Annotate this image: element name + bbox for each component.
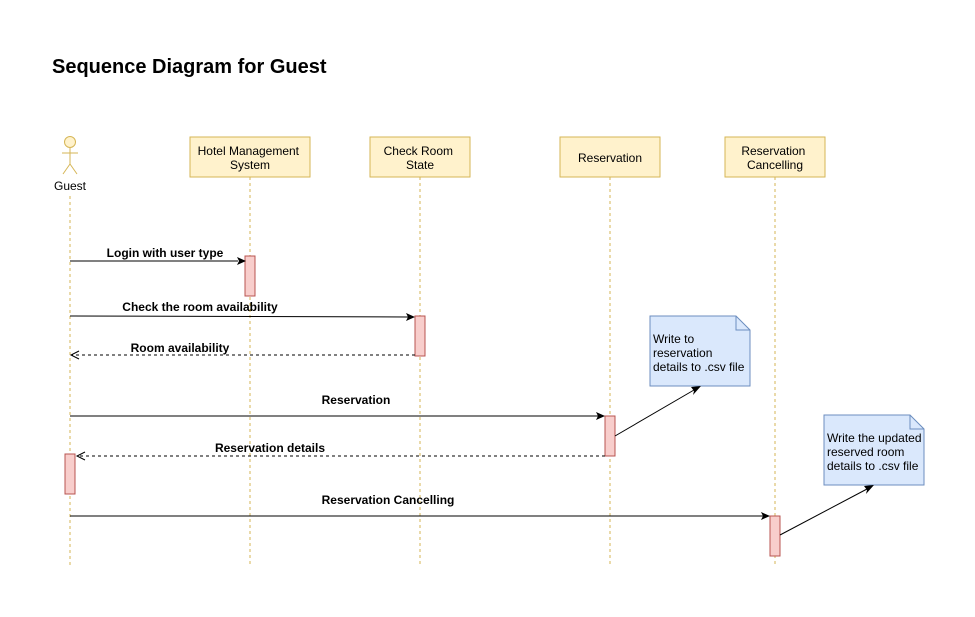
message-reservation-cancelling-label: Reservation Cancelling (322, 493, 455, 507)
note-1-connector-line (614, 389, 695, 437)
participant-crs-box (369, 136, 471, 178)
note-write-reservation: Write to reservation details to .csv fil… (649, 315, 751, 387)
note-2-line-1: Write the updated (827, 431, 922, 445)
note-write-reservation-fold (735, 316, 750, 331)
message-reservation: Reservation (70, 393, 605, 420)
note-1-connector-arrowhead (691, 386, 701, 395)
participant-hms-line-1: Hotel Management (198, 144, 300, 158)
participant-crs-label: Check Room State (384, 144, 457, 172)
activation-res (604, 415, 616, 457)
message-check-room-label: Check the room availability (122, 300, 278, 314)
activation-rc (769, 515, 781, 557)
participant-rc-label: Reservation Cancelling (741, 144, 808, 172)
note-write-updated: Write the updated reserved room details … (823, 414, 925, 486)
note-write-updated-text: Write the updated reserved room details … (827, 431, 925, 473)
participant-rc-line-2: Cancelling (747, 158, 803, 172)
message-login: Login with user type (70, 246, 246, 265)
diagram-title: Sequence Diagram for Guest (52, 56, 327, 78)
message-room-availability-label: Room availability (131, 341, 230, 355)
note-write-reservation-text: Write to reservation details to .csv fil… (653, 332, 745, 374)
participant-crs: Check Room State (369, 136, 471, 178)
note-1-connector (614, 386, 701, 437)
message-reservation-arrowhead (596, 412, 605, 420)
message-reservation-details-arrowhead (75, 451, 86, 461)
message-reservation-details: Reservation details (75, 441, 605, 461)
note-write-reservation-body (649, 315, 751, 387)
participant-rc-line-1: Reservation (741, 144, 805, 158)
actor-head (64, 136, 76, 148)
participant-res-box (559, 136, 661, 178)
participant-hms-label: Hotel Management System (198, 144, 303, 172)
participant-hms-line-2: System (230, 158, 270, 172)
note-2-line-3: details to .csv file (827, 459, 919, 473)
note-2-connector-line (779, 488, 868, 536)
note-2-connector (779, 485, 874, 536)
note-2-connector-arrowhead (864, 485, 874, 494)
participant-res: Reservation (559, 136, 661, 178)
actor-guest: Guest (54, 136, 87, 193)
note-write-updated-fold (909, 415, 924, 430)
participant-hms-box (189, 136, 311, 178)
participant-res-label: Reservation (578, 151, 642, 165)
message-reservation-cancelling-arrowhead (761, 512, 770, 520)
message-login-label: Login with user type (107, 246, 224, 260)
actor-leg-right (69, 163, 78, 175)
actor-leg-left (62, 163, 71, 175)
note-1-line-2: reservation (653, 346, 712, 360)
message-reservation-details-label: Reservation details (215, 441, 325, 455)
message-login-arrowhead (237, 257, 246, 265)
participant-crs-line-2: State (406, 158, 434, 172)
activation-crs (414, 315, 426, 357)
message-room-availability: Room availability (69, 341, 415, 360)
activation-hms (244, 255, 256, 297)
participant-rc-box (724, 136, 826, 178)
message-check-room: Check the room availability (69, 300, 415, 321)
message-reservation-cancelling: Reservation Cancelling (70, 493, 770, 520)
actor-label: Guest (54, 179, 87, 193)
message-reservation-label: Reservation (322, 393, 391, 407)
note-1-line-3: details to .csv file (653, 360, 745, 374)
activation-guest (64, 453, 76, 495)
note-1-line-1: Write to (653, 332, 694, 346)
note-write-updated-body (823, 414, 925, 486)
note-2-line-2: reserved room (827, 445, 904, 459)
participant-rc: Reservation Cancelling (724, 136, 826, 178)
participant-crs-line-1: Check Room (384, 144, 453, 158)
message-room-availability-arrowhead (69, 350, 80, 360)
message-check-room-line (69, 315, 409, 318)
participant-hms: Hotel Management System (189, 136, 311, 178)
message-check-room-arrowhead (406, 313, 415, 321)
